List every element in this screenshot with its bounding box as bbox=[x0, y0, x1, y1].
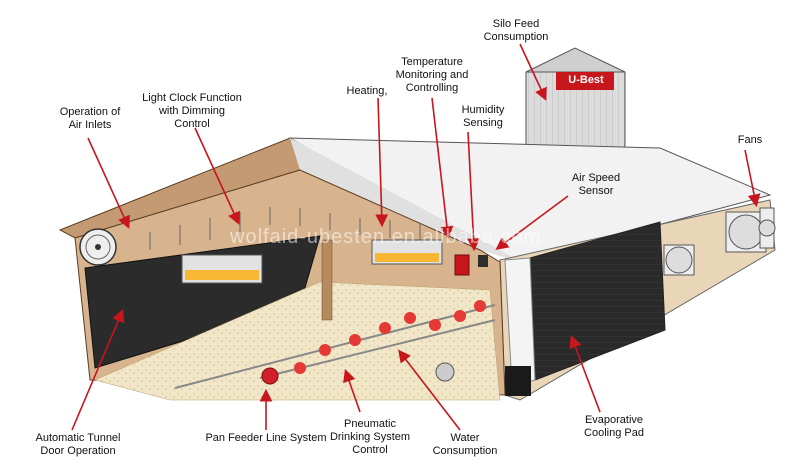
arrow-water bbox=[398, 349, 461, 431]
arrow-temperature bbox=[431, 97, 454, 240]
controller-box bbox=[454, 254, 470, 276]
interior bbox=[74, 169, 506, 401]
label-pneumatic: Pneumatic Drinking System Control bbox=[329, 418, 411, 456]
silo bbox=[525, 47, 626, 148]
heater-left bbox=[181, 254, 263, 284]
water-meter-box bbox=[505, 366, 531, 396]
label-evap-pad: Evaporative Cooling Pad bbox=[584, 414, 644, 439]
heater-right bbox=[371, 239, 443, 265]
tunnel-fan-interior bbox=[79, 228, 117, 266]
label-air-speed: Air Speed Sensor bbox=[571, 172, 621, 197]
watermark: wolfaid-ubesten.en.alibaba.com bbox=[230, 226, 542, 248]
silo-logo-text: U-Best bbox=[568, 74, 604, 86]
lights bbox=[149, 207, 421, 250]
arrow-heating bbox=[375, 97, 389, 228]
label-humidity: Humidity Sensing bbox=[461, 104, 505, 129]
leader-arrows bbox=[71, 43, 761, 431]
arrow-light-clock bbox=[194, 127, 240, 225]
arrow-humidity bbox=[467, 131, 480, 252]
arrow-tunnel-door bbox=[71, 309, 125, 431]
arrow-pneumatic bbox=[343, 368, 361, 413]
label-fans: Fans bbox=[737, 134, 763, 146]
label-silo-feed: Silo Feed Consumption bbox=[483, 18, 549, 43]
silo-logo-badge bbox=[556, 72, 614, 90]
arrow-air-inlets bbox=[87, 137, 130, 229]
arrow-silo-feed bbox=[519, 43, 547, 101]
label-heating: Heating, bbox=[346, 85, 388, 97]
side-wall bbox=[499, 199, 776, 401]
arrow-air-speed bbox=[495, 195, 569, 250]
feeder-lines bbox=[174, 300, 496, 389]
label-air-inlets: Operation of Air Inlets bbox=[59, 106, 121, 131]
arrow-fans bbox=[744, 149, 761, 208]
label-temperature: Temperature Monitoring and Controlling bbox=[395, 56, 469, 94]
label-pan-feeder: Pan Feeder Line System bbox=[205, 432, 327, 444]
humidity-sensor bbox=[478, 255, 488, 267]
label-tunnel-door: Automatic Tunnel Door Operation bbox=[35, 432, 121, 457]
arrow-evap-pad bbox=[569, 335, 601, 413]
label-light-clock: Light Clock Function with Dimming Contro… bbox=[142, 92, 242, 130]
label-water: Water Consumption bbox=[432, 432, 498, 457]
fans-exterior bbox=[663, 207, 776, 276]
